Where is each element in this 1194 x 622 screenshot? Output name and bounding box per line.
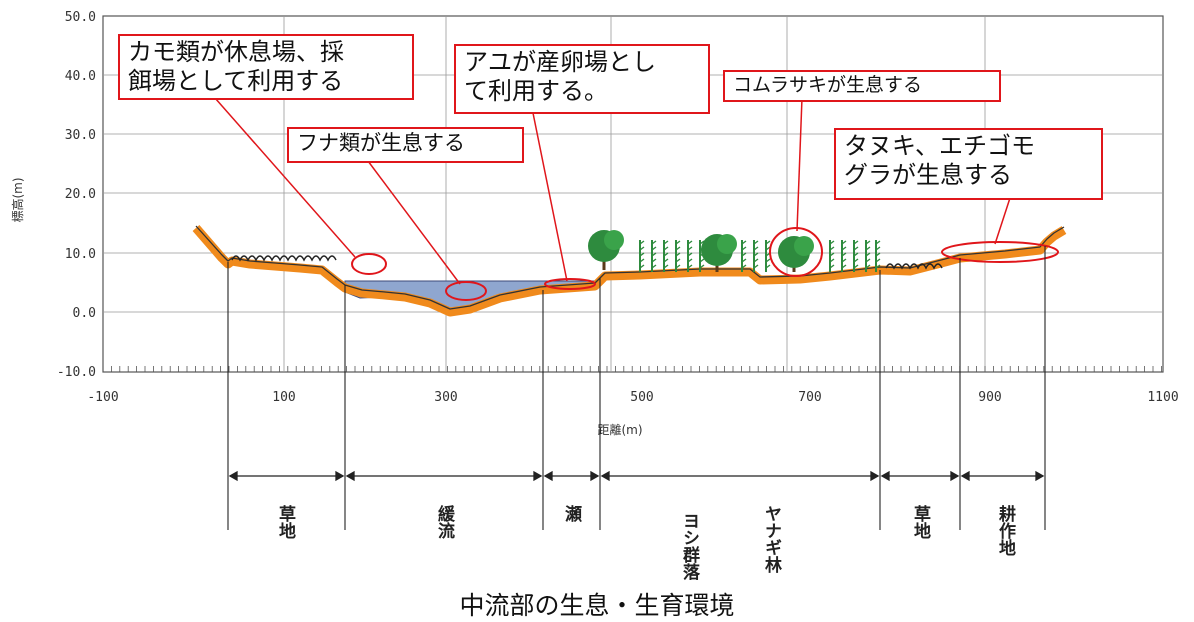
y-axis-label: 標高(m) [10,177,25,222]
callout-line: アユが産卵場とし [464,48,656,76]
grass-tufts-right [885,263,943,270]
callout-line: タヌキ、エチゴモ [844,132,1036,160]
x-tick-label: 1100 [1147,390,1178,405]
willow-tree [778,236,814,272]
plot-frame [102,15,1164,373]
grass-tufts-left [231,255,337,262]
highlight-ellipses [351,227,1059,301]
callout-line: カモ類が休息場、採 [128,38,344,66]
zone-label-gentle-flow: 緩流 [434,504,455,539]
zone-label-farmland: 耕作地 [995,504,1016,556]
willow-tree [588,230,624,270]
zone-arrows [228,470,1045,482]
x-axis-label: 距離(m) [597,423,642,437]
x-tick-label: 100 [272,390,295,405]
zone-label-willow-forest: ヤナギ林 [761,505,782,574]
y-tick-label: 50.0 [65,10,96,25]
callout-komurasaki: コムラサキが生息する [723,70,1001,102]
figure-caption: 中流部の生息・生育環境 [459,591,735,620]
zone-label-riffle: 瀬 [561,505,582,523]
zone-boundaries [227,246,1046,530]
callout-ducks: カモ類が休息場、採 餌場として利用する [118,34,414,100]
callout-line: グラが生息する [844,160,1012,189]
callout-leaders [214,97,1011,285]
callout-line: フナ類が生息する [297,131,465,155]
zone-label-reed-community: ヨシ群落 [679,512,700,581]
x-tick-label: 900 [978,390,1001,405]
y-tick-label: 20.0 [65,187,96,202]
y-tick-label: 0.0 [73,306,96,321]
x-tick-label: 500 [630,390,653,405]
callout-funa: フナ類が生息する [287,127,524,163]
y-tick-label: 10.0 [65,247,96,262]
y-tick-label: 30.0 [65,128,96,143]
callout-line: コムラサキが生息する [733,74,923,96]
ground-soil-band [192,225,1067,317]
x-tick-label: -100 [87,390,118,405]
y-tick-label: 40.0 [65,69,96,84]
zone-label-grassland-2: 草地 [910,505,931,539]
reed-stems [639,240,881,272]
y-tick-label: -10.0 [57,365,96,380]
x-tick-label: 300 [434,390,457,405]
willow-tree [701,234,737,272]
zone-label-grassland-1: 草地 [275,505,296,539]
callout-tanuki: タヌキ、エチゴモ グラが生息する [834,128,1103,200]
callout-ayu: アユが産卵場とし て利用する。 [454,44,710,114]
callout-line: て利用する。 [464,76,608,105]
callout-line: 餌場として利用する [128,66,344,95]
x-minor-ticks [102,366,1162,372]
x-tick-label: 700 [798,390,821,405]
